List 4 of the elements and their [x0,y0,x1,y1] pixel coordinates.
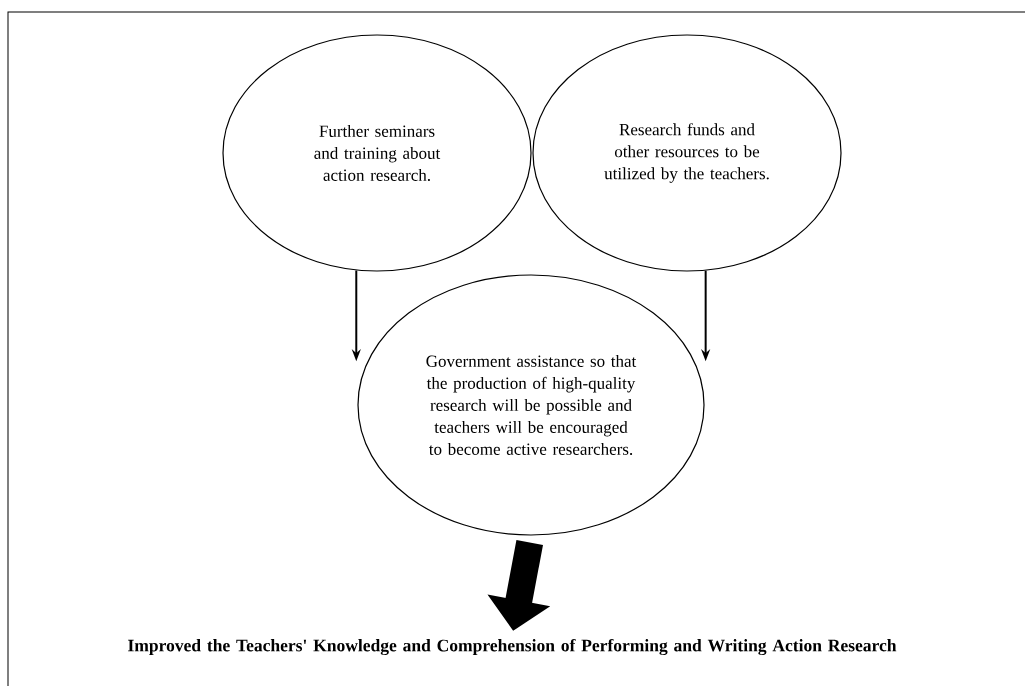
oval: Further seminars and training about action research. [222,34,532,272]
oval: Government assistance so that the production of high-quality research will be possible and teachers will be encouraged to become active researchers. [357,274,705,536]
oval: Research funds and other resources to be utilized by the teachers. [532,34,842,272]
result-heading: Improved the Teachers' Knowledge and Comprehension of Performing and Writing Action Research [128,638,897,656]
